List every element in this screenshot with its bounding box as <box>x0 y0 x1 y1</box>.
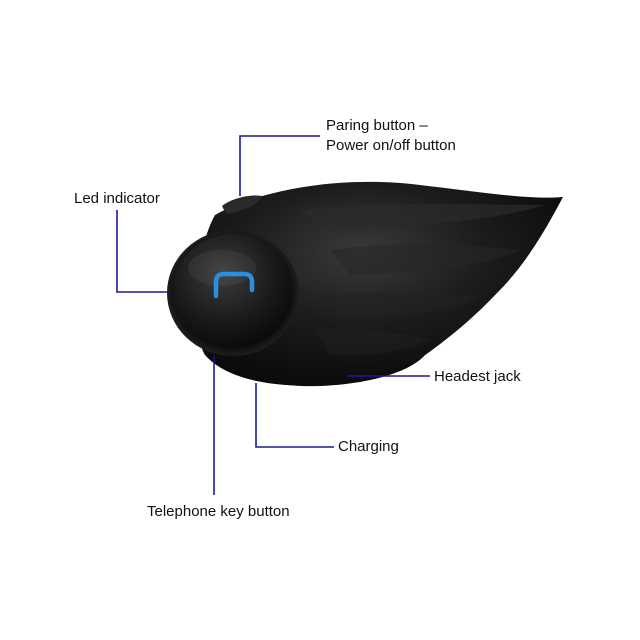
label-charging: Charging <box>338 438 399 455</box>
label-paring-button: Paring button – Power on/off button <box>326 116 456 156</box>
phone-handset-icon <box>213 271 255 299</box>
headset-body <box>196 181 564 386</box>
callout-line-led <box>116 210 167 293</box>
label-led-indicator: Led indicator <box>74 190 160 207</box>
callout-line-paring <box>239 135 320 196</box>
callout-lines <box>116 135 430 495</box>
label-paring-line2: Power on/off button <box>326 137 456 154</box>
telephone-key-face <box>173 234 293 348</box>
label-headset-jack: Headest jack <box>434 368 521 385</box>
pairing-button-shape <box>222 195 262 214</box>
label-telephone-key: Telephone key button <box>147 503 290 520</box>
label-paring-line1: Paring button – <box>326 117 428 134</box>
callout-line-charging <box>255 383 334 448</box>
